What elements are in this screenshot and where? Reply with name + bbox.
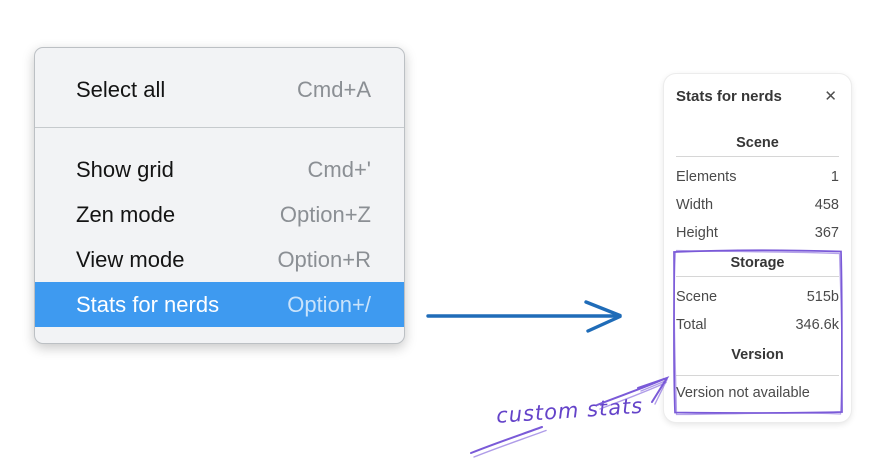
section-divider — [676, 375, 839, 376]
menu-item-shortcut: Option+Z — [279, 201, 371, 227]
section-divider — [676, 156, 839, 157]
menu-item-shortcut: Option+R — [277, 246, 371, 272]
stat-label: Scene — [676, 289, 718, 305]
stat-label: Total — [676, 317, 707, 333]
stats-section-scene: Scene Elements 1 Width 458 Height 367 — [676, 133, 839, 247]
section-header: Storage — [730, 255, 785, 271]
menu-item-show-grid[interactable]: Show grid Cmd+' — [35, 147, 404, 192]
stats-section-storage: Storage Scene 515b Total 346.6k — [676, 253, 839, 339]
menu-item-shortcut: Cmd+A — [297, 76, 371, 102]
menu-item-stats-for-nerds[interactable]: Stats for nerds Option+/ — [35, 282, 404, 327]
close-icon[interactable]: ✕ — [824, 87, 837, 105]
menu-item-select-all[interactable]: Select all Cmd+A — [35, 67, 404, 112]
stat-label: Height — [676, 225, 718, 241]
stat-value: 346.6k — [795, 317, 839, 333]
stat-rows: Elements 1 Width 458 Height 367 — [676, 163, 839, 247]
purple-arrow-icon — [470, 376, 670, 458]
menu-item-label: Zen mode — [76, 201, 176, 227]
section-header: Scene — [736, 135, 779, 151]
section-divider — [676, 276, 839, 277]
menu-group-bottom: Show grid Cmd+' Zen mode Option+Z View m… — [35, 128, 404, 343]
version-note: Version not available — [676, 385, 810, 401]
stat-row-scene-storage: Scene 515b — [676, 283, 839, 311]
menu-divider — [35, 127, 404, 128]
menu-item-view-mode[interactable]: View mode Option+R — [35, 237, 404, 282]
annotation-text: custom stats — [495, 393, 644, 428]
context-menu: Select all Cmd+A Show grid Cmd+' Zen mod… — [34, 47, 405, 344]
stat-row-height: Height 367 — [676, 219, 839, 247]
menu-item-label: Stats for nerds — [76, 291, 220, 317]
menu-item-shortcut: Cmd+' — [307, 156, 372, 182]
stat-row-total-storage: Total 346.6k — [676, 311, 839, 339]
stat-row-width: Width 458 — [676, 191, 839, 219]
stat-label: Elements — [676, 169, 737, 185]
stat-value: 1 — [830, 169, 839, 185]
stat-value: 515b — [806, 289, 839, 305]
stats-panel-header: Stats for nerds ✕ — [676, 85, 839, 107]
blue-arrow-icon — [426, 300, 622, 333]
stat-rows: Scene 515b Total 346.6k — [676, 283, 839, 339]
stat-row-elements: Elements 1 — [676, 163, 839, 191]
section-header: Version — [731, 347, 784, 363]
menu-group-top: Select all Cmd+A — [35, 48, 404, 127]
stats-section-version: Version Version not available — [676, 345, 839, 405]
stat-value: 458 — [814, 197, 839, 213]
stat-value: 367 — [814, 225, 839, 241]
panel-title: Stats for nerds — [676, 87, 782, 105]
menu-item-shortcut: Option+/ — [287, 291, 371, 317]
menu-item-label: Show grid — [76, 156, 174, 182]
stat-label: Width — [676, 197, 714, 213]
menu-item-label: View mode — [76, 246, 185, 272]
menu-item-label: Select all — [76, 76, 166, 102]
stats-panel: Stats for nerds ✕ Scene Elements 1 Width… — [664, 74, 851, 422]
menu-item-zen-mode[interactable]: Zen mode Option+Z — [35, 192, 404, 237]
